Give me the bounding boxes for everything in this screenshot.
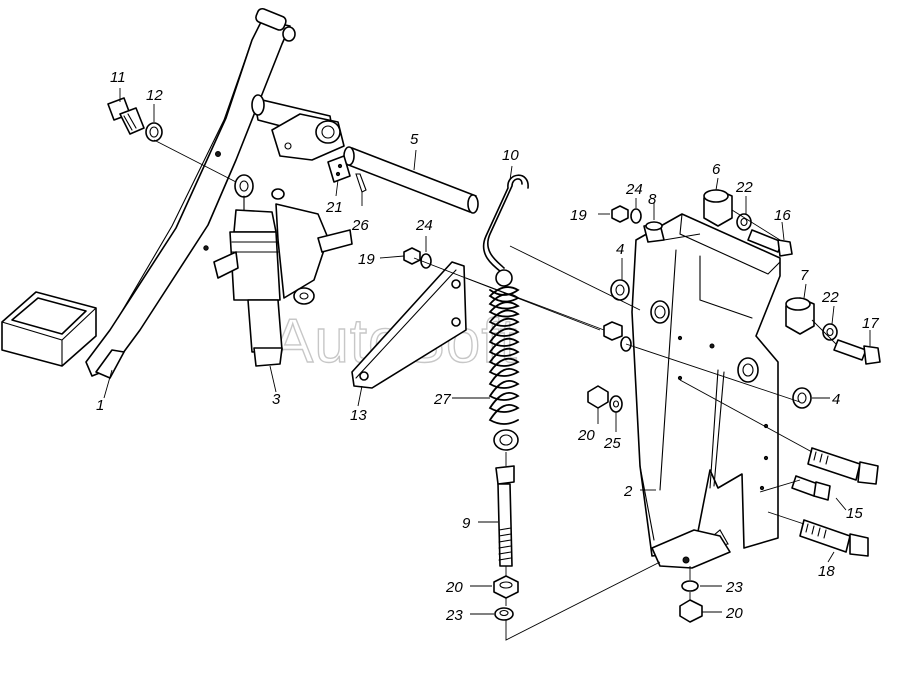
callout-17: 17 [862, 315, 879, 332]
part-8-spacer [643, 221, 665, 243]
part-16-bolt [747, 229, 793, 257]
part-2-mounting-bracket [631, 213, 781, 569]
part-14-bolt-long [807, 447, 879, 485]
part-15-bolt [791, 475, 831, 501]
callout-26: 26 [351, 217, 369, 234]
part-17-bolt [833, 339, 881, 365]
part-20-nut-lower-right [679, 599, 703, 623]
part-13-bracket-plate [351, 261, 467, 389]
callout-19-left: 19 [358, 251, 375, 268]
callout-leaders [103, 88, 871, 615]
part-4-washer-right [792, 387, 812, 409]
part-9-threaded-rod [495, 465, 515, 567]
part-20-nut-lower-left [493, 575, 519, 599]
callout-3: 3 [272, 391, 281, 408]
callout-21: 21 [325, 199, 343, 216]
callout-24-left: 24 [415, 217, 433, 234]
part-3-clutch-master-cylinder [213, 188, 353, 367]
part-5-shaft [343, 146, 479, 214]
part-23-washer-lower-right [681, 580, 699, 592]
assembly-lines [153, 139, 837, 641]
callout-24-right: 24 [625, 181, 643, 198]
callout-12: 12 [146, 87, 163, 104]
callout-18: 18 [818, 563, 835, 580]
part-1-pedal-lever [1, 7, 296, 379]
pedal-pivot-shaft [251, 94, 345, 161]
part-11-bolt [107, 97, 145, 135]
part-18-bolt [799, 519, 869, 557]
callout-6: 6 [712, 161, 721, 178]
part-19-nut-upper-left [403, 247, 421, 265]
callout-16: 16 [774, 207, 791, 224]
part-22-washer-upper [736, 213, 752, 231]
part-7-rubber-stop [785, 297, 815, 335]
callout-25: 25 [603, 435, 621, 452]
callout-27: 27 [433, 391, 451, 408]
callout-5: 5 [410, 131, 419, 148]
callout-19-right: 19 [570, 207, 587, 224]
part-12-washer [145, 122, 163, 142]
part-26-cotter-pin [355, 173, 367, 193]
part-27-coil-spring [488, 269, 520, 451]
part-22-washer-lower [822, 323, 838, 341]
part-24-washer-upper-right [630, 208, 642, 224]
callout-13: 13 [350, 407, 367, 424]
callout-20-middle: 20 [577, 427, 595, 444]
callout-20-lower-right: 20 [725, 605, 743, 622]
callout-23-lower-right: 23 [725, 579, 743, 596]
part-25-washer [609, 395, 623, 413]
callout-11: 11 [110, 69, 126, 86]
callout-7: 7 [800, 267, 809, 284]
callout-9: 9 [462, 515, 471, 532]
callout-1: 1 [96, 397, 104, 414]
part-19-nut-upper-right [611, 205, 629, 223]
callout-4-left: 4 [616, 241, 624, 258]
callout-8: 8 [648, 191, 657, 208]
callout-20-lower-left: 20 [445, 579, 463, 596]
part-20-nut-middle [587, 385, 609, 409]
part-23-washer-lower-left [494, 607, 514, 621]
part-21-bushing [327, 155, 351, 183]
callout-22-lower: 22 [821, 289, 839, 306]
callout-4-right: 4 [832, 391, 840, 408]
shaft-nut-at-bracket [603, 321, 632, 352]
part-10-return-spring-hook [482, 174, 529, 277]
callout-23-lower-left: 23 [445, 607, 463, 624]
callout-2: 2 [623, 483, 633, 500]
callout-labels: 11 12 1 3 13 5 10 27 9 20 23 21 26 19 24… [96, 69, 879, 624]
callout-10: 10 [502, 147, 519, 164]
part-6-rubber-stop [703, 189, 733, 227]
callout-22-upper: 22 [735, 179, 753, 196]
callout-15: 15 [846, 505, 863, 522]
